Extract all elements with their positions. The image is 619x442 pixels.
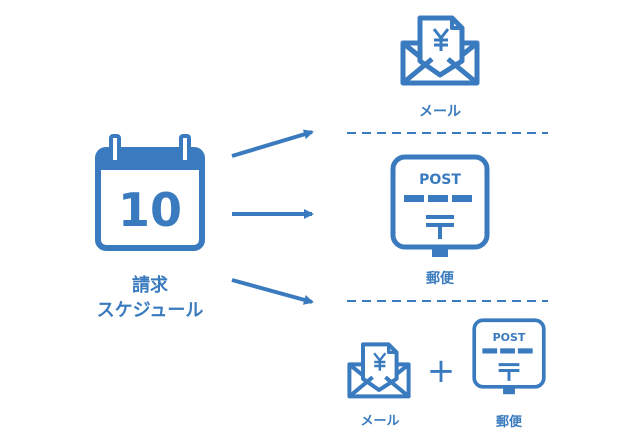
- plus-sign: +: [427, 351, 456, 391]
- post-label: 郵便: [426, 270, 455, 287]
- arrow-to-both: [231, 278, 314, 305]
- envelope-yen-icon: [403, 18, 477, 83]
- post-label: 郵便: [496, 414, 523, 430]
- source-label-line1: 請求: [132, 274, 169, 296]
- post-box-text: POST: [493, 331, 526, 344]
- calendar-icon: [95, 134, 205, 251]
- post-box-text: POST: [419, 172, 461, 188]
- arrow-to-mail: [231, 129, 314, 158]
- envelope-yen-icon: [349, 344, 408, 396]
- source-label-line2: スケジュール: [97, 300, 204, 321]
- mail-label: メール: [360, 414, 399, 429]
- mail-label: メール: [419, 104, 461, 120]
- calendar-number: 10: [118, 183, 182, 237]
